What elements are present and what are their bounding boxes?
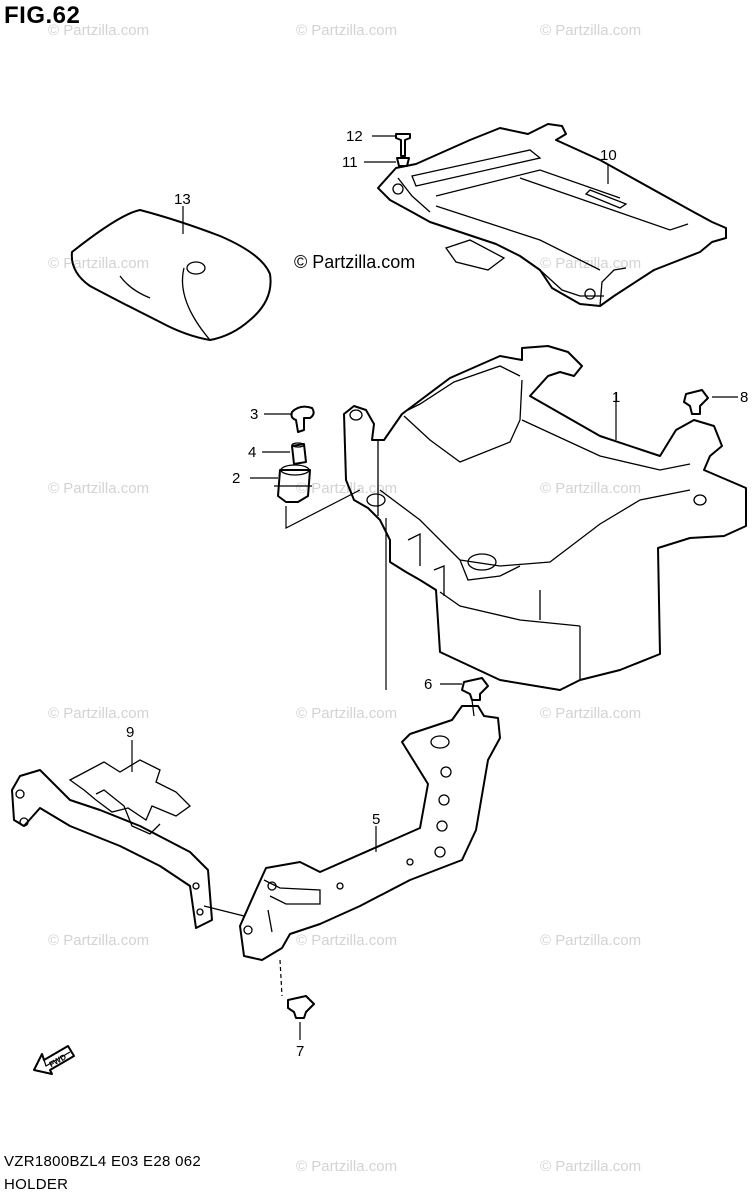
watermark: © Partzilla.com (540, 480, 642, 497)
part-12-bolt (395, 133, 411, 157)
part-11-clip (396, 157, 410, 167)
callout-12: 12 (346, 128, 363, 145)
callout-9: 9 (126, 724, 134, 741)
watermark: © Partzilla.com (296, 1158, 398, 1175)
model-code: VZR1800BZL4 E03 E28 062 (4, 1153, 202, 1170)
part-1-holder-box (343, 345, 747, 691)
callout-3: 3 (250, 406, 258, 423)
watermark: © Partzilla.com (540, 1158, 642, 1175)
watermark: © Partzilla.com (296, 932, 398, 949)
part-7-bolt (287, 995, 315, 1019)
part-4-collar (291, 442, 307, 465)
section-name: HOLDER (4, 1176, 69, 1193)
callout-5: 5 (372, 811, 380, 828)
part-13-cover (70, 209, 272, 341)
watermark: © Partzilla.com (296, 705, 398, 722)
watermark: © Partzilla.com (48, 932, 150, 949)
watermark: © Partzilla.com (48, 480, 150, 497)
watermark-center: © Partzilla.com (294, 252, 416, 272)
callout-13: 13 (174, 191, 191, 208)
watermark: © Partzilla.com (296, 22, 398, 39)
part-6-bolt (461, 677, 489, 701)
part-8-bolt (683, 389, 709, 415)
watermark: © Partzilla.com (48, 22, 150, 39)
callout-10: 10 (600, 147, 617, 164)
callout-7: 7 (296, 1043, 304, 1060)
part-9-bracket (11, 759, 213, 929)
callout-2: 2 (232, 470, 240, 487)
callout-11: 11 (342, 154, 358, 171)
callout-6: 6 (424, 676, 432, 693)
callout-4: 4 (248, 444, 256, 461)
watermark: © Partzilla.com (540, 255, 642, 272)
watermark: © Partzilla.com (540, 705, 642, 722)
part-5-bracket (239, 705, 501, 961)
arrow-fwd-icon: FWD (33, 1045, 75, 1075)
callout-8: 8 (740, 389, 748, 406)
watermark: © Partzilla.com (540, 22, 642, 39)
part-3-screw (290, 405, 315, 433)
watermark: © Partzilla.com (540, 932, 642, 949)
part-10-tray (377, 123, 727, 307)
part-2-grommet (274, 464, 312, 503)
watermark: © Partzilla.com (296, 480, 398, 497)
figure-title: FIG.62 (4, 2, 81, 29)
watermark: © Partzilla.com (48, 705, 150, 722)
callout-1: 1 (612, 389, 620, 406)
leader-lines (131, 135, 738, 1040)
